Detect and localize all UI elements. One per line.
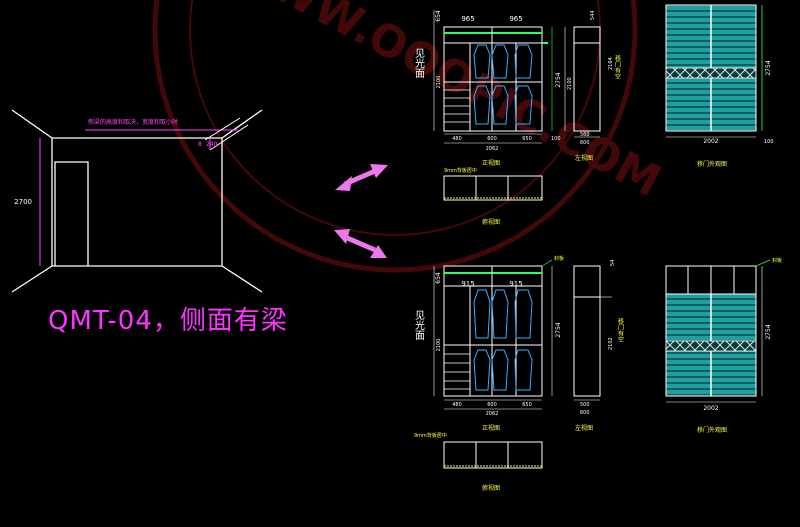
arrow-up-right [335,164,388,191]
bottom-side-dim-3: 500 [580,402,590,408]
bottom-height-mid: 2100 [436,339,442,352]
bottom-bottom-w3: 650 [522,402,532,408]
top-width-2: 965 [509,15,522,23]
bottom-side-label: 见光面 [413,310,425,341]
bottom-garments [473,289,533,391]
top-front-caption: 正视图 [482,159,500,167]
top-side-label: 见光面 [413,48,425,79]
top-door-width: 2002 [703,138,718,145]
top-door-height: 2754 [765,60,772,75]
bottom-drawers [444,353,470,390]
top-right-dim: 100 [551,136,561,142]
bottom-door-view [665,259,771,403]
top-bottom-total: 2062 [486,146,499,152]
bottom-width-2: 915 [509,280,522,288]
bottom-front-dims [433,259,553,410]
top-front-view [443,26,548,132]
beam-dim-a: 8 [198,141,202,148]
top-height-mid: 2100 [436,76,442,89]
bottom-side-text: 移门有空 [617,317,624,342]
top-width-1: 965 [461,15,474,23]
bottom-plan-label: 9mm背板居中 [414,432,447,439]
bottom-side-view [573,265,612,401]
bottom-height-total: 2754 [555,322,562,337]
bottom-door-height: 2754 [765,324,772,339]
room-height-label: 2700 [14,198,32,206]
top-side-caption: 左视图 [575,154,593,162]
bottom-plan-caption: 俯视图 [482,484,500,492]
bottom-door-beam-label: 封板 [772,257,782,264]
bottom-height-top: 654 [435,272,442,284]
bottom-front-view [443,265,543,397]
bottom-width-1: 915 [461,280,474,288]
bottom-plan-view [443,441,543,469]
bottom-door-width: 2002 [703,405,718,412]
top-bottom-w3: 650 [522,136,532,142]
top-side-dim-5: 600 [580,140,590,146]
room-dims [39,117,249,266]
top-plan-view [443,175,543,201]
bottom-bottom-w2: 600 [487,402,497,408]
top-plan-label: 9mm背板居中 [444,167,477,174]
room-note: 侧梁的高度和取决，宽度和取小时 [88,118,178,126]
top-side-dim-3: 2100 [567,77,573,90]
top-door-caption: 移门外观图 [697,160,727,168]
top-door-view [665,4,763,138]
top-side-dim-1: 544 [590,10,596,20]
bottom-side-caption: 左视图 [575,424,593,432]
top-height-total: 2754 [555,72,562,87]
top-bottom-w1: 480 [452,136,462,142]
top-side-view [564,26,601,138]
bottom-side-dim-1: 54 [610,260,616,266]
top-side-text: 移门有空 [614,54,621,79]
bottom-bottom-w1: 480 [452,402,462,408]
top-side-dim-4: 560 [580,132,590,138]
room-perspective [11,109,263,293]
bottom-door-caption: 移门外观图 [697,426,727,434]
top-side-dim-2: 2164 [608,57,614,70]
model-title: QMT-04，侧面有梁 [48,306,288,336]
arrow-down-right [334,229,387,258]
top-front-dims [433,10,553,144]
bottom-side-dim-2: 2102 [608,337,614,350]
bottom-beam-label: 封板 [554,255,564,262]
top-garments [473,44,533,125]
bottom-side-dim-4: 600 [580,410,590,416]
top-height-top: 654 [435,10,442,22]
top-bottom-w2: 600 [487,136,497,142]
bottom-bottom-total: 2062 [486,411,499,417]
top-drawers [444,89,470,123]
top-plan-caption: 俯视图 [482,218,500,226]
bottom-front-caption: 正视图 [482,424,500,432]
beam-dim-b: 240 [206,141,218,148]
top-door-right: 100 [764,139,774,145]
